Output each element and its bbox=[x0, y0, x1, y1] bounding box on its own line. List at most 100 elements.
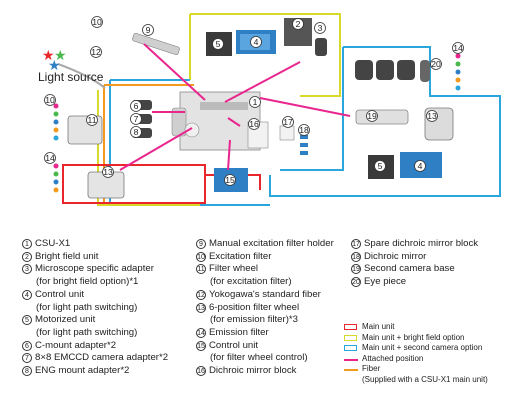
part-text: Motorized unit bbox=[35, 314, 96, 326]
part-number: 11 bbox=[196, 264, 206, 275]
part-text: Control unit bbox=[35, 288, 85, 300]
part-number: 12 bbox=[196, 289, 206, 300]
part-text: Second camera base bbox=[364, 263, 455, 275]
diagram-labels: 10 9 12 2 3 4 5 6 7 8 1 10 11 14 13 15 1… bbox=[44, 16, 464, 186]
svg-text:5: 5 bbox=[216, 39, 221, 49]
svg-text:17: 17 bbox=[283, 117, 293, 127]
part-item-4-line1: (for light path switching) bbox=[22, 302, 168, 315]
part-number: 20 bbox=[351, 277, 361, 288]
second-camera-outline bbox=[269, 46, 501, 197]
part-text: Spare dichroic mirror block bbox=[364, 238, 479, 249]
main-unit-box bbox=[62, 164, 206, 204]
svg-text:6: 6 bbox=[134, 101, 139, 111]
part-number: 7 bbox=[22, 353, 32, 364]
emission-filters-right bbox=[455, 53, 461, 91]
star-green-icon: ★ bbox=[54, 47, 67, 63]
part-item-5-line1: (for light path switching) bbox=[22, 327, 168, 340]
star-blue-icon: ★ bbox=[48, 57, 61, 73]
light-source-label: Light source bbox=[38, 70, 104, 84]
part-number: 5 bbox=[22, 315, 32, 326]
microscope-adapter bbox=[315, 38, 327, 56]
eyepiece bbox=[420, 60, 430, 82]
part-number: 8 bbox=[22, 366, 32, 377]
svg-text:20: 20 bbox=[431, 59, 441, 69]
part-number: 16 bbox=[196, 366, 206, 377]
part-text: 6-position filter wheel bbox=[209, 301, 300, 313]
part-text: (for light path switching) bbox=[36, 326, 138, 338]
svg-text:15: 15 bbox=[225, 175, 235, 185]
star-red-icon: ★ bbox=[42, 47, 55, 63]
part-text: (for bright field option)*1 bbox=[36, 276, 139, 288]
svg-text:4: 4 bbox=[418, 161, 423, 171]
legend-fiber: Fiber bbox=[342, 364, 500, 375]
part-number: 4 bbox=[22, 289, 32, 300]
part-text: Control unit bbox=[209, 339, 259, 351]
legend-fiber-note: (Supplied with a CSU-X1 main unit) bbox=[342, 375, 500, 386]
part-number: 17 bbox=[351, 239, 361, 249]
svg-text:12: 12 bbox=[91, 47, 101, 57]
svg-text:3: 3 bbox=[318, 23, 323, 33]
part-item-11-line1: (for excitation filter) bbox=[196, 276, 334, 289]
part-number: 2 bbox=[22, 251, 32, 262]
legend-bright-field: Main unit + bright field option bbox=[342, 333, 500, 344]
svg-text:1: 1 bbox=[253, 97, 258, 107]
legend-attached: Attached position bbox=[342, 354, 500, 365]
part-text: Eye piece bbox=[364, 276, 407, 288]
excitation-filters-left bbox=[53, 103, 59, 141]
star-icons: ★ ★ ★ bbox=[42, 47, 67, 73]
part-text: Filter wheel bbox=[209, 263, 259, 275]
part-text: Excitation filter bbox=[209, 250, 272, 262]
svg-text:19: 19 bbox=[367, 111, 377, 121]
svg-text:11: 11 bbox=[88, 115, 97, 125]
legend-fiber-label: Fiber bbox=[362, 364, 381, 373]
adapters-right bbox=[355, 60, 415, 80]
part-item-13-line1: (for emission filter)*3 bbox=[196, 314, 334, 327]
svg-text:4: 4 bbox=[254, 37, 259, 47]
legend-second-camera-label: Main unit + second camera option bbox=[362, 343, 483, 352]
part-text: Emission filter bbox=[209, 326, 269, 338]
legend-attached-label: Attached position bbox=[362, 353, 424, 363]
svg-text:18: 18 bbox=[299, 125, 309, 135]
part-text: ENG mount adapter*2 bbox=[35, 365, 130, 377]
svg-text:10: 10 bbox=[92, 17, 102, 27]
part-number: 19 bbox=[351, 264, 361, 275]
part-item-15-line1: (for filter wheel control) bbox=[196, 352, 334, 365]
svg-text:16: 16 bbox=[249, 119, 259, 129]
svg-text:14: 14 bbox=[453, 43, 463, 53]
manual-filter-holder bbox=[132, 32, 180, 56]
emission-filters-left bbox=[53, 163, 59, 193]
part-number: 14 bbox=[196, 327, 206, 338]
part-number: 3 bbox=[22, 264, 32, 275]
part-text: Manual excitation filter holder bbox=[209, 238, 334, 249]
csu-x1-unit bbox=[171, 91, 261, 151]
part-text: 8×8 EMCCD camera adapter*2 bbox=[35, 352, 169, 364]
part-text: Yokogawa's standard fiber bbox=[209, 288, 321, 300]
part-number: 13 bbox=[196, 302, 206, 313]
legend-bright-field-label: Main unit + bright field option bbox=[362, 332, 465, 342]
part-number: 10 bbox=[196, 251, 206, 262]
svg-text:2: 2 bbox=[296, 19, 301, 29]
part-number: 6 bbox=[22, 340, 32, 351]
part-text: Dichroic mirror block bbox=[209, 365, 297, 377]
part-number: 18 bbox=[351, 251, 361, 262]
legend-second-camera: Main unit + second camera option bbox=[342, 343, 500, 354]
part-text: Bright field unit bbox=[35, 250, 99, 262]
second-camera-outline-2 bbox=[280, 47, 344, 171]
part-number: 1 bbox=[22, 239, 32, 249]
part-text: (for excitation filter) bbox=[210, 276, 292, 288]
